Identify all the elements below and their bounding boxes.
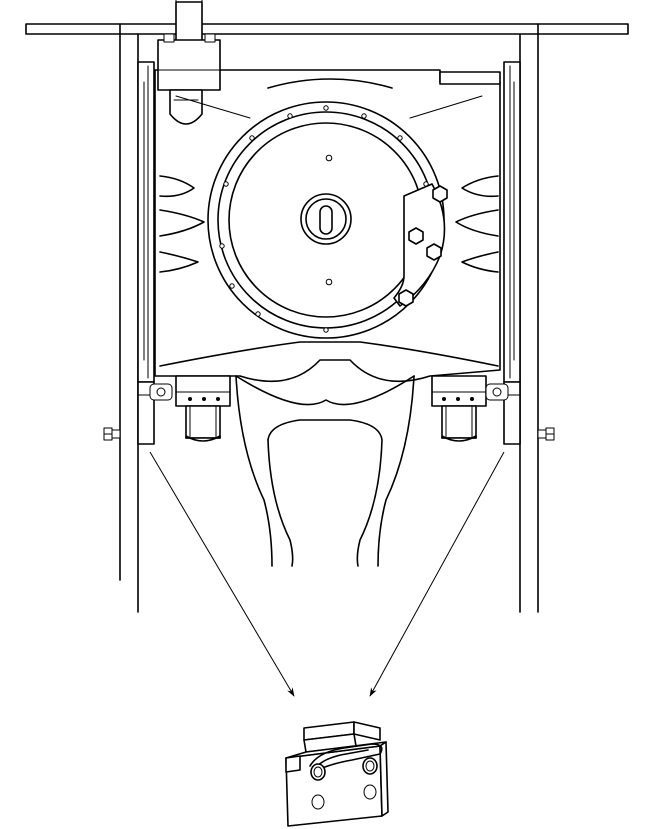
rotor-flange <box>207 101 445 339</box>
hex-bolt-1 <box>432 185 448 203</box>
right-frame-rail <box>503 23 539 613</box>
detail-pin-left <box>310 763 326 810</box>
hex-bolt-4 <box>398 289 414 307</box>
right-side-bolt <box>537 427 555 441</box>
leader-arrow-right <box>369 451 505 697</box>
hex-bolt-3 <box>426 243 442 261</box>
leader-arrows <box>149 451 505 697</box>
left-side-bolt <box>103 427 121 441</box>
top-pipe <box>175 0 203 43</box>
left-frame-rail <box>119 23 155 613</box>
lower-yoke <box>235 375 415 567</box>
top-crossbar <box>25 23 629 35</box>
detail-pin-right <box>362 757 378 800</box>
left-guide-block <box>149 375 231 442</box>
flange-bolt-holes <box>219 105 429 333</box>
detail-bracket <box>285 721 389 827</box>
rotor-hub <box>300 193 352 245</box>
clamp-plate <box>393 183 448 307</box>
hex-bolt-2 <box>408 227 424 245</box>
right-guide-block <box>431 375 509 442</box>
leader-arrow-left <box>149 451 295 697</box>
